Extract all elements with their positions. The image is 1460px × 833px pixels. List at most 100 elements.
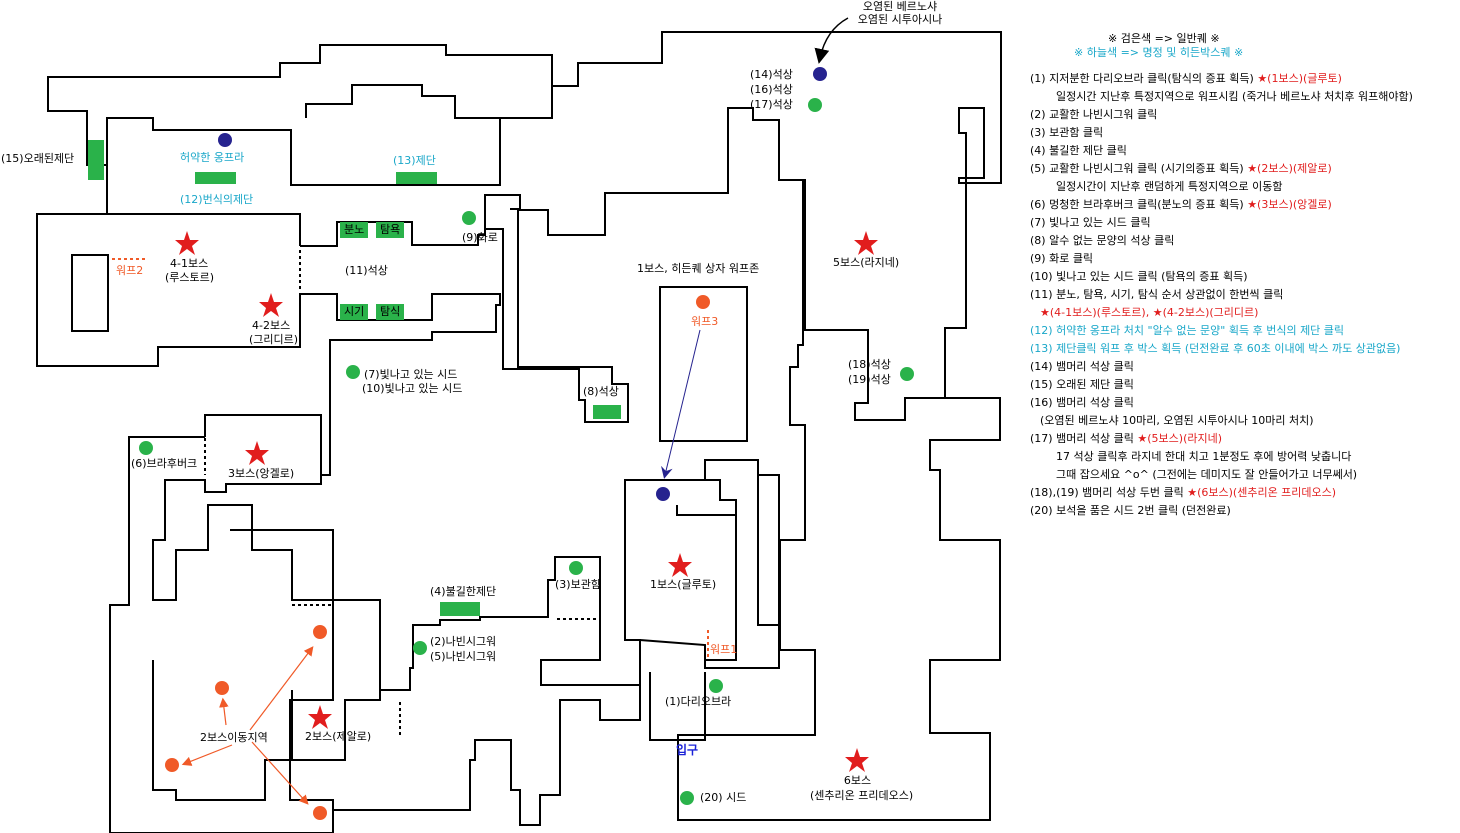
dot-weak-ogpra[interactable] (218, 133, 232, 147)
label-boss2-move: 2보스이동지역 (200, 731, 268, 744)
wall-boss4-room (36, 213, 501, 367)
legend-row-boss: ★(2보스)(제알로) (1247, 162, 1332, 175)
label-boss4-1-name: (루스토르) (165, 271, 215, 284)
label-statue17: (17)석상 (750, 98, 793, 111)
wall-boss3-room (152, 365, 334, 601)
legend-row-text: (16) 뱀머리 석상 클릭 (1030, 396, 1134, 409)
orange-dots (165, 295, 710, 820)
label-boss3: 3보스(앙겔로) (228, 467, 295, 480)
wall-right-corner (945, 397, 1001, 440)
dot-seed7-10[interactable] (346, 365, 360, 379)
altar-bar-bunno[interactable] (340, 222, 368, 238)
wall-center-right2 (485, 208, 629, 423)
legend-row-text: (8) 알수 없는 문양의 석상 클릭 (1030, 234, 1175, 247)
dot-warp3[interactable] (696, 295, 710, 309)
star-boss5[interactable] (854, 231, 878, 255)
legend-row: (9) 화로 클릭 (1030, 252, 1093, 266)
wall-warp3-room (659, 286, 748, 442)
legend-row: (1) 지저분한 다리오브라 클릭(탐식의 증표 획득) ★(1보스)(글루토) (1030, 72, 1342, 86)
label-rune-left: (15)오래된제단 (1, 152, 75, 165)
legend-row-text: 그때 잡으세요 ^o^ (그전에는 데미지도 잘 안들어가고 너무쎄서) (1056, 468, 1358, 481)
label-altar13: (13)제단 (393, 154, 436, 167)
altar-bar-sigi[interactable] (340, 304, 368, 320)
altar-bar-15[interactable] (88, 140, 104, 180)
legend-row-text: (4) 불길한 제단 클릭 (1030, 144, 1127, 157)
dot-seed20[interactable] (680, 791, 694, 805)
dot-move-c[interactable] (165, 758, 179, 772)
wall-boss4-inner (107, 213, 301, 246)
dot-move-b[interactable] (215, 681, 229, 695)
altar-bar-4[interactable] (440, 602, 480, 616)
altar-bar-13[interactable] (396, 172, 437, 184)
dot-darioubra1[interactable] (709, 679, 723, 693)
label-boss6-name: (센추리온 프리데오스) (810, 789, 914, 802)
label-warp2: 워프2 (116, 264, 144, 277)
dot-statue14-17[interactable] (808, 98, 822, 112)
top-note: 오염된 베르노샤 오염된 시투아시나 (840, 0, 960, 26)
top-note-line1: 오염된 베르노샤 (862, 0, 938, 13)
legend-row-text: (7) 빛나고 있는 시드 클릭 (1030, 216, 1151, 229)
label-statue18: (18)석상 (848, 358, 891, 371)
legend-row: (13) 제단클릭 워프 후 박스 획득 (던전완료 후 60초 이내에 박스 … (1030, 342, 1400, 356)
star-boss3[interactable] (245, 441, 269, 465)
legend-row-text: (1) 지저분한 다리오브라 클릭(탐식의 증표 획득) (1030, 72, 1258, 85)
dot-brahubeo6[interactable] (139, 441, 153, 455)
legend-row-text: (3) 보관함 클릭 (1030, 126, 1104, 139)
label-tamsik: 탐식 (380, 305, 401, 318)
label-statue11: (11)석상 (345, 264, 388, 277)
legend-row-text: (9) 화로 클릭 (1030, 252, 1094, 265)
dot-statue-top[interactable] (813, 67, 827, 81)
altar-bar-8[interactable] (593, 405, 621, 419)
top-note-line2: 오염된 시투아시나 (857, 13, 943, 26)
altar-bar-tamsik[interactable] (376, 304, 404, 320)
wall-1boss-inner (676, 505, 737, 661)
dot-move-a[interactable] (313, 625, 327, 639)
label-boss5: 5보스(라지네) (833, 256, 900, 269)
wall-top-inner (106, 84, 501, 214)
dot-box3[interactable] (569, 561, 583, 575)
label-entrance: 입구 (676, 743, 699, 757)
dot-statue18-19[interactable] (900, 367, 914, 381)
legend-row-text: (5) 교활한 나빈시그워 클릭 (시기의증표 획득) (1030, 162, 1248, 175)
label-altar4: (4)불길한제단 (430, 585, 497, 598)
label-boss1-hidden: 1보스, 히든퀘 상자 워프존 (637, 262, 760, 275)
legend-row-text: (20) 보석을 품은 시드 2번 클릭 (던전완료) (1030, 504, 1231, 517)
dot-move-d[interactable] (313, 806, 327, 820)
altar-bar-12[interactable] (195, 172, 236, 184)
wall-boss2-room2 (332, 684, 641, 833)
label-boss2: 2보스(제알로) (305, 730, 372, 743)
legend-row: (16) 뱀머리 석상 클릭 (1030, 396, 1134, 410)
dot-brazier9[interactable] (462, 211, 476, 225)
star-boss4-1[interactable] (175, 231, 199, 255)
legend-row-text: 일정시간 지난후 특정지역으로 워프시킴 (죽거나 베르노샤 처치후 워프해야함… (1056, 90, 1413, 103)
label-statue8: (8)석상 (583, 385, 619, 398)
star-boss2[interactable] (308, 705, 332, 729)
star-boss1[interactable] (668, 553, 692, 577)
label-box3: (3)보관함 (555, 578, 601, 591)
legend-row-boss: ★(5보스)(라지네) (1137, 432, 1223, 445)
label-tamyok: 탐욕 (380, 223, 401, 236)
star-boss4-2[interactable] (259, 293, 283, 317)
legend-row: (5) 교활한 나빈시그워 클릭 (시기의증표 획득) ★(2보스)(제알로) (1030, 162, 1332, 176)
label-bansik-altar: (12)번식의제단 (180, 193, 254, 206)
legend-row: ★(4-1보스)(루스토르), ★(4-2보스)(그리디르) (1040, 306, 1258, 320)
dot-warp3-arrive[interactable] (656, 487, 670, 501)
label-darioubra1: (1)다리오브라 (665, 695, 732, 708)
legend-row: (20) 보석을 품은 시드 2번 클릭 (던전완료) (1030, 504, 1231, 518)
label-weak-ogpra: 허약한 옹프라 (180, 151, 245, 164)
legend-row: (2) 교활한 나빈시그워 클릭 (1030, 108, 1157, 122)
legend-row: 일정시간 지난후 특정지역으로 워프시킴 (죽거나 베르노샤 처치후 워프해야함… (1056, 90, 1413, 104)
star-boss6[interactable] (845, 748, 869, 772)
altar-bar-tamyok[interactable] (376, 222, 404, 238)
legend-row: (18),(19) 뱀머리 석상 두번 클릭 ★(6보스)(센추리온 프리데오스… (1030, 486, 1336, 500)
label-boss4-2-name: (그리디르) (249, 333, 299, 346)
legend-row-boss: ★(6보스)(센추리온 프리데오스) (1187, 486, 1337, 499)
label-boss6: 6보스 (843, 774, 872, 787)
navy-dots (218, 67, 827, 501)
wall-boss3-room3 (204, 414, 322, 484)
label-warp3: 워프3 (691, 315, 719, 328)
label-boss1: 1보스(글루토) (650, 578, 717, 591)
label-statue14: (14)석상 (750, 68, 793, 81)
legend-row: (8) 알수 없는 문양의 석상 클릭 (1030, 234, 1174, 248)
dot-nabi2-5[interactable] (413, 641, 427, 655)
